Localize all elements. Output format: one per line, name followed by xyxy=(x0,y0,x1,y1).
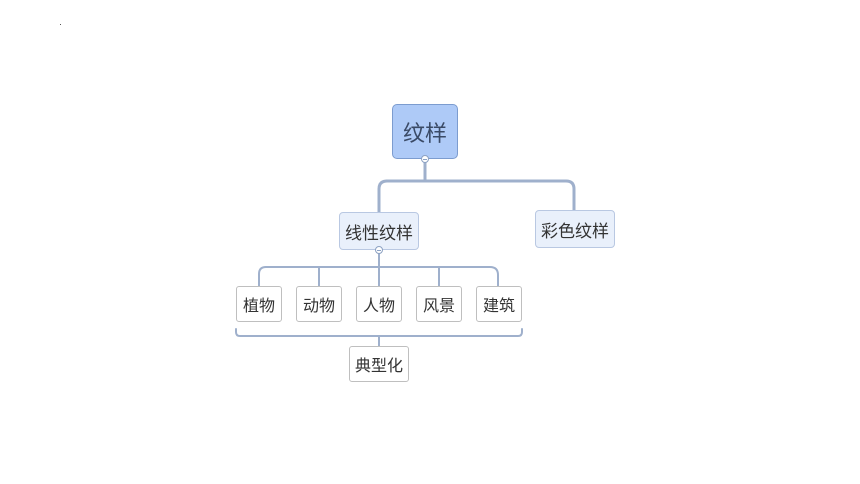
summary-label: 典型化 xyxy=(354,356,403,375)
collapse-branch-icon[interactable] xyxy=(375,246,383,254)
leaf-node[interactable]: 建筑 xyxy=(476,286,522,322)
connector-leaf-1 xyxy=(258,266,267,287)
branch-node-linear[interactable]: 线性纹样 xyxy=(339,212,419,250)
leaf-label: 风景 xyxy=(422,296,455,315)
branch-label: 线性纹样 xyxy=(345,223,413,244)
root-node[interactable]: 纹样 xyxy=(392,104,458,159)
leaf-label: 植物 xyxy=(242,296,275,315)
branch-label: 彩色纹样 xyxy=(541,221,609,242)
leaf-node[interactable]: 动物 xyxy=(296,286,342,322)
leaf-label: 建筑 xyxy=(482,296,515,315)
root-label: 纹样 xyxy=(402,121,447,147)
leaf-node[interactable]: 人物 xyxy=(356,286,402,322)
collapse-root-icon[interactable] xyxy=(421,155,429,163)
leaf-label: 人物 xyxy=(362,296,395,315)
connector-root-bar xyxy=(385,179,576,212)
summary-node[interactable]: 典型化 xyxy=(349,346,409,382)
leaf-label: 动物 xyxy=(302,296,335,315)
leaf-node[interactable]: 风景 xyxy=(416,286,462,322)
connector-leaf-bar xyxy=(265,266,499,287)
leaf-node[interactable]: 植物 xyxy=(236,286,282,322)
stray-dot xyxy=(60,24,61,25)
summary-bracket xyxy=(235,328,523,337)
connector-root-left xyxy=(377,179,389,214)
branch-node-color[interactable]: 彩色纹样 xyxy=(535,210,615,248)
